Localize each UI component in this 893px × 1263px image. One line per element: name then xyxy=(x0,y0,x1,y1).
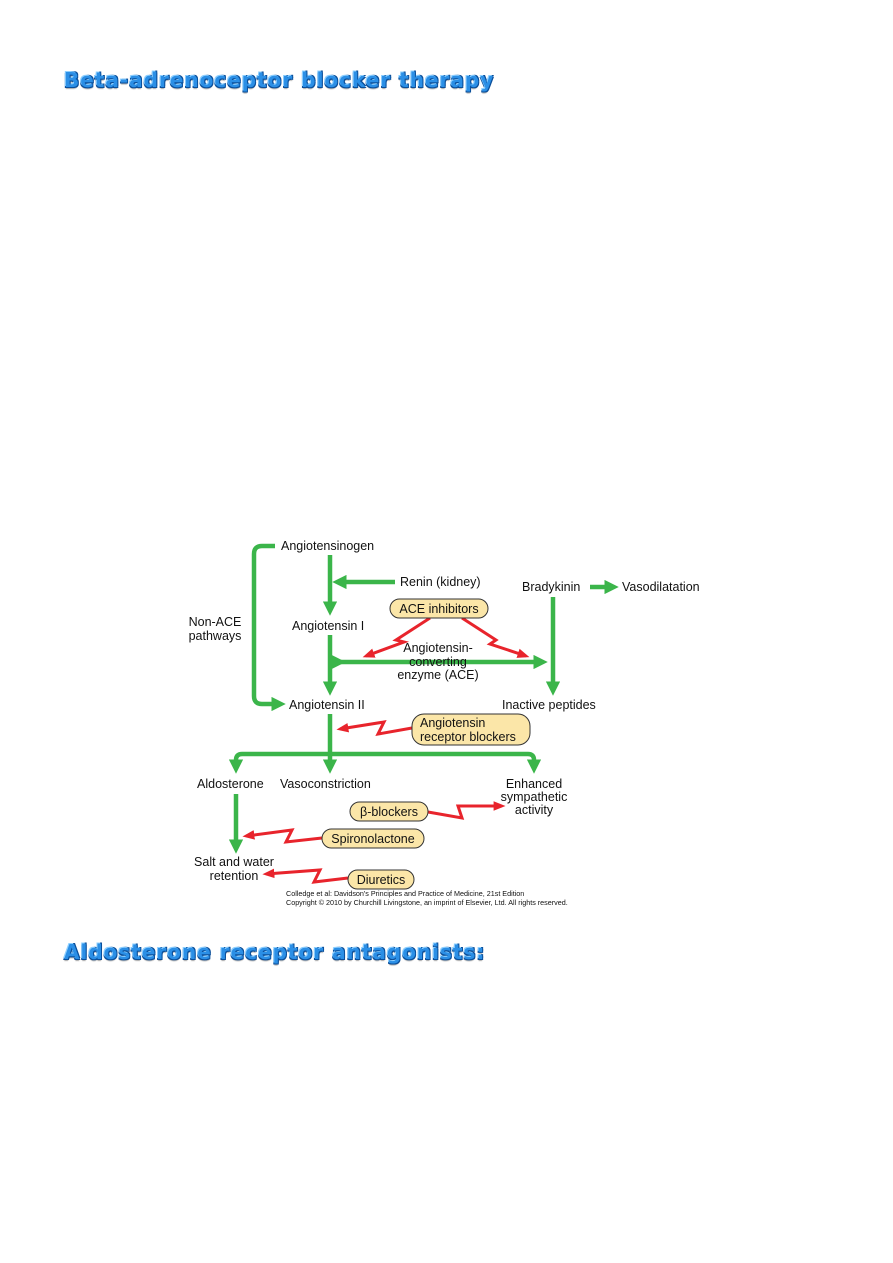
enhanced-sympathetic-label-line1: Enhanced xyxy=(506,777,562,791)
angiotensin-2-branch-bar xyxy=(233,751,542,774)
diuretics-box: Diuretics xyxy=(347,869,415,890)
non-ace-pathway-arrow xyxy=(251,543,286,712)
vasoconstriction-label: Vasoconstriction xyxy=(280,777,371,791)
arb-label-line1: Angiotensin xyxy=(420,716,485,730)
ace-inhibitors-label: ACE inhibitors xyxy=(399,602,478,616)
diuretics-label: Diuretics xyxy=(357,873,406,887)
beta-blockers-box: β-blockers xyxy=(349,801,429,822)
ace-inhibitor-right-zigzag xyxy=(461,616,530,658)
arb-zigzag xyxy=(336,720,413,736)
spironolactone-label: Spironolactone xyxy=(331,832,414,846)
angiotensin-receptor-blockers-box: Angiotensin receptor blockers xyxy=(411,713,531,746)
beta-blockers-label: β-blockers xyxy=(360,805,418,819)
angiotensinogen-label: Angiotensinogen xyxy=(281,539,374,553)
renin-label: Renin (kidney) xyxy=(400,575,481,589)
credit-line-1: Colledge et al: Davidson's Principles an… xyxy=(286,889,524,898)
non-ace-label-line2: pathways xyxy=(189,629,242,643)
ace-label-line3: enzyme (ACE) xyxy=(397,668,478,682)
ace-label-line2: converting xyxy=(409,655,467,669)
section-heading-aldosterone: Aldosterone receptor antagonists: xyxy=(64,940,486,964)
ace-label-line1: Angiotensin- xyxy=(403,641,473,655)
angiotensin-2-label: Angiotensin II xyxy=(289,698,365,712)
spironolactone-box: Spironolactone xyxy=(321,828,425,849)
inhibition-arrows xyxy=(242,616,530,884)
salt-water-label-line2: retention xyxy=(210,869,259,883)
salt-water-label-line1: Salt and water xyxy=(194,855,274,869)
angiotensin-1-label: Angiotensin I xyxy=(292,619,364,633)
section-heading-beta-blocker: Beta-adrenoceptor blocker therapy xyxy=(64,68,495,92)
pathway-arrows xyxy=(228,543,619,854)
beta-blocker-zigzag xyxy=(427,801,506,820)
aldosterone-label: Aldosterone xyxy=(197,777,264,791)
enhanced-sympathetic-label-line2: sympathetic xyxy=(501,790,568,804)
vasodilatation-label: Vasodilatation xyxy=(622,580,700,594)
diuretics-zigzag xyxy=(262,868,349,884)
non-ace-label-line1: Non-ACE xyxy=(189,615,242,629)
spironolactone-zigzag xyxy=(242,828,323,844)
inactive-peptides-label: Inactive peptides xyxy=(502,698,596,712)
ace-inhibitor-left-zigzag xyxy=(362,616,431,658)
bradykinin-label: Bradykinin xyxy=(522,580,580,594)
arb-label-line2: receptor blockers xyxy=(420,730,516,744)
ace-inhibitors-box: ACE inhibitors xyxy=(389,598,489,619)
credit-line-2: Copyright © 2010 by Churchill Livingston… xyxy=(286,898,568,907)
enhanced-sympathetic-label-line3: activity xyxy=(515,803,554,817)
